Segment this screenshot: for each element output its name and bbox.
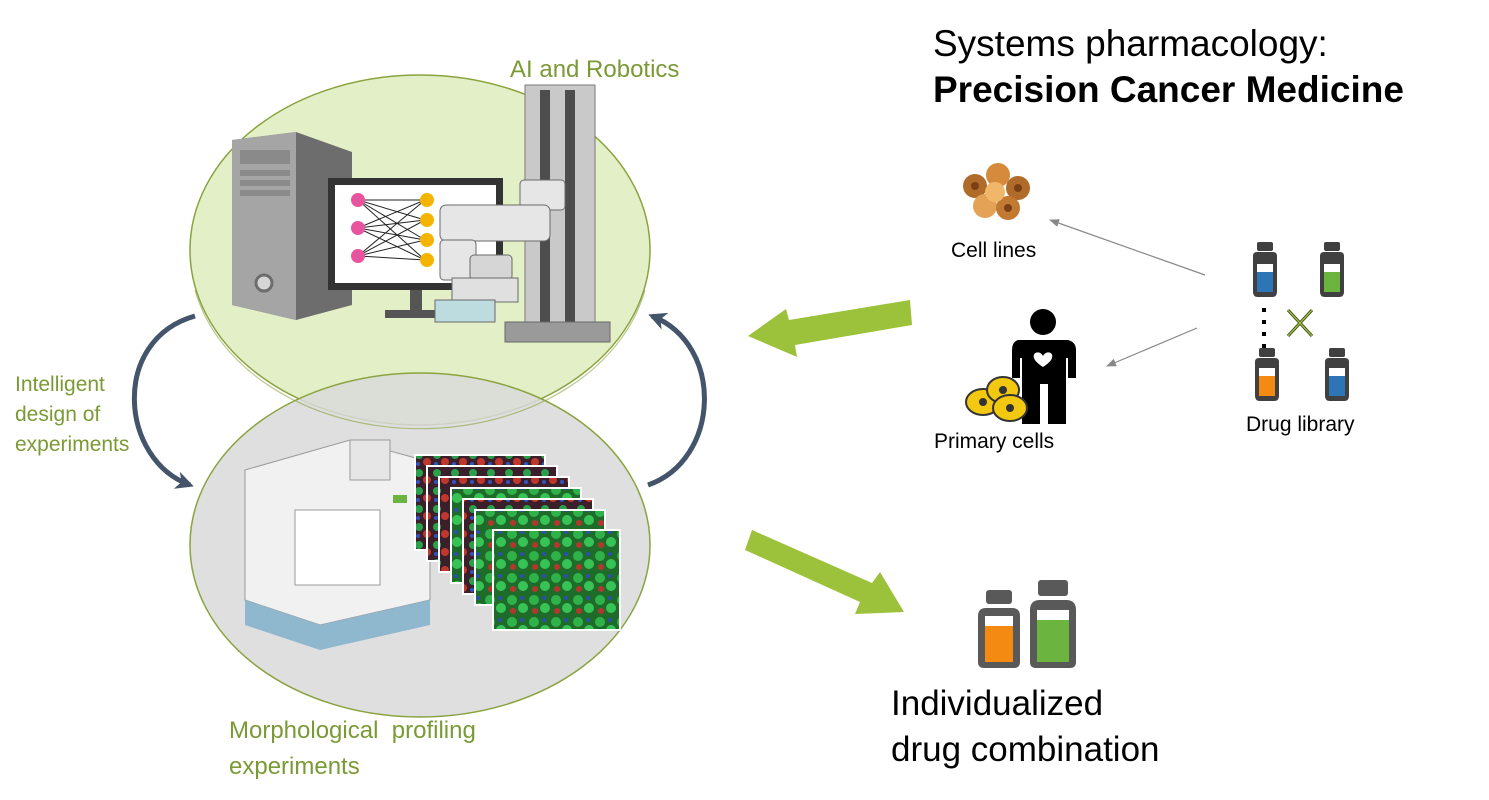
drug-vial-icon xyxy=(1325,348,1349,401)
title-line1: Systems pharmacology: xyxy=(933,23,1328,64)
drug-vial-icon xyxy=(1255,348,1279,401)
computer-tower-icon xyxy=(232,132,352,320)
drug-library-label: Drug library xyxy=(1246,413,1355,436)
cell-lines-label: Cell lines xyxy=(951,239,1037,262)
big-arrow-to-result xyxy=(745,530,904,614)
arrow-to-primary-cells xyxy=(1106,327,1198,367)
imaging-instrument-icon xyxy=(244,439,431,650)
individualized-label-line1: Individualized xyxy=(891,684,1104,723)
drug-vial-icon xyxy=(1030,580,1076,668)
big-arrow-to-left xyxy=(748,300,912,357)
primary-cells-label: Primary cells xyxy=(934,430,1055,453)
drug-vial-icon xyxy=(978,590,1020,668)
cell-cluster-icon xyxy=(963,163,1030,220)
morphological-label-line2: experiments xyxy=(229,753,360,780)
robot-arm-icon xyxy=(434,84,611,343)
microscopy-image-stack-icon xyxy=(414,454,621,631)
title-line2: Precision Cancer Medicine xyxy=(933,69,1404,110)
drug-vial-icon xyxy=(1253,242,1277,297)
intelligent-design-label-line3: experiments xyxy=(15,433,130,456)
cycle-arrow-left xyxy=(131,313,196,489)
arrow-to-cell-lines xyxy=(1049,219,1206,276)
vertical-dots xyxy=(1262,308,1266,348)
person-icon xyxy=(1012,309,1076,424)
intelligent-design-label-line2: design of xyxy=(15,403,101,426)
intelligent-design-label-line1: Intelligent xyxy=(15,373,105,396)
cycle-arrow-right xyxy=(647,312,707,488)
yellow-cells-icon xyxy=(965,376,1028,422)
ai-robotics-label: AI and Robotics xyxy=(510,56,680,83)
individualized-label-line2: drug combination xyxy=(891,730,1160,769)
combination-x-highlight xyxy=(1287,309,1313,337)
drug-vial-icon xyxy=(1320,242,1344,297)
morphological-label-line1: Morphological profiling xyxy=(229,717,476,744)
